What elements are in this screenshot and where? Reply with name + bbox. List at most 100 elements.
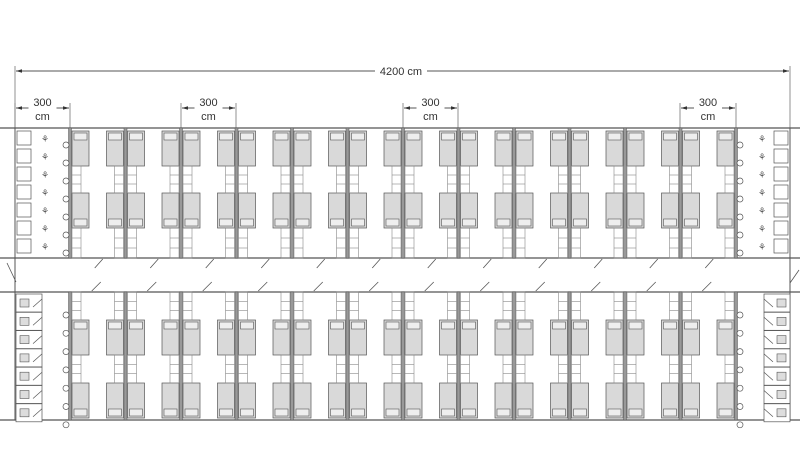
ladder-frame [404,165,415,194]
ladder [238,354,248,384]
ladder-frame [447,291,457,321]
bunk-bed [238,319,256,356]
ladder-frame [349,291,359,321]
ladder-frame [238,354,248,384]
ladder-frame [724,165,735,194]
pillow [496,408,511,417]
bunk-bed [571,192,589,229]
pillow [108,218,122,227]
sink-icon [736,231,744,239]
pillow [684,218,698,227]
pillow [684,321,698,330]
shower-icon: ⚘ [758,188,766,198]
bunk-bed [605,192,624,229]
sink-icon [62,311,70,319]
shower-icon: ⚘ [758,134,766,144]
bunk-bed [439,130,457,167]
ladder-frame [293,165,304,194]
bunk-bed [404,319,423,356]
partition [68,291,72,421]
pillow [184,321,199,330]
ladder-frame [225,227,235,259]
sink-icon [736,348,744,355]
ladder [460,291,470,321]
pillow [628,132,643,141]
pillow [496,132,511,141]
bunk-bed [626,382,645,419]
bunk-bed [272,130,291,167]
ladder [225,291,235,321]
pillow [184,218,199,227]
pillow [607,218,622,227]
pillow [330,132,344,141]
door-swing [257,281,268,292]
bunk-bed [71,130,90,167]
ladder [391,165,402,194]
door-swing [202,281,213,292]
ladder-frame [169,291,180,321]
door-swing [789,269,800,284]
pillow [607,321,622,330]
bunk-bed [716,192,735,229]
ladder [613,165,624,194]
bunk-bed [494,319,513,356]
pillow [73,321,88,330]
sink-icon [736,384,744,392]
bunk-bed [217,130,235,167]
door-swing [763,353,774,363]
ladder-frame [349,227,359,259]
ladder [515,165,526,194]
ladder [114,291,124,321]
bunk-bed [328,319,346,356]
wc-icon [19,298,30,308]
door-swing [32,408,43,418]
ladder [336,227,346,259]
pillow [274,218,289,227]
pillow [406,408,421,417]
ladder-frame [238,165,248,194]
pillow [240,408,254,417]
ladder [293,165,304,194]
bunk-bed [71,382,90,419]
shower-icon: ⚘ [758,170,766,180]
bunk-bed [293,192,312,229]
ladder-frame [127,291,137,321]
bunk-bed [349,319,367,356]
pillow [351,218,365,227]
partition [567,127,572,259]
ladder-frame [558,227,568,259]
pillow [129,408,143,417]
ladder-frame [571,291,581,321]
ladder-frame [515,354,526,384]
ladder-frame [682,165,692,194]
bunk-bed [439,319,457,356]
bunk-bed [238,192,256,229]
bunk-bed [349,192,367,229]
ladder [280,291,291,321]
toilet-cubicle [16,130,32,146]
ladder [349,354,359,384]
bunk-bed [571,382,589,419]
pillow [330,218,344,227]
pillow [517,218,532,227]
bunk-bed [460,319,478,356]
pillow [295,321,310,330]
door-swing [94,258,104,269]
bunk-bed [661,192,679,229]
shower-icon: ⚘ [758,224,766,234]
sink-icon [736,329,744,337]
partition [123,127,128,259]
ladder [571,227,581,259]
wc-icon [776,298,787,308]
door-swing [205,258,215,269]
bunk-bed [571,130,589,167]
wc-icon [776,335,787,344]
bunk-bed [106,319,124,356]
ladder [169,354,180,384]
door-swing [590,281,601,292]
pillow [718,218,733,227]
bunk-bed [272,319,291,356]
pillow [219,132,233,141]
door-swing [424,281,435,292]
